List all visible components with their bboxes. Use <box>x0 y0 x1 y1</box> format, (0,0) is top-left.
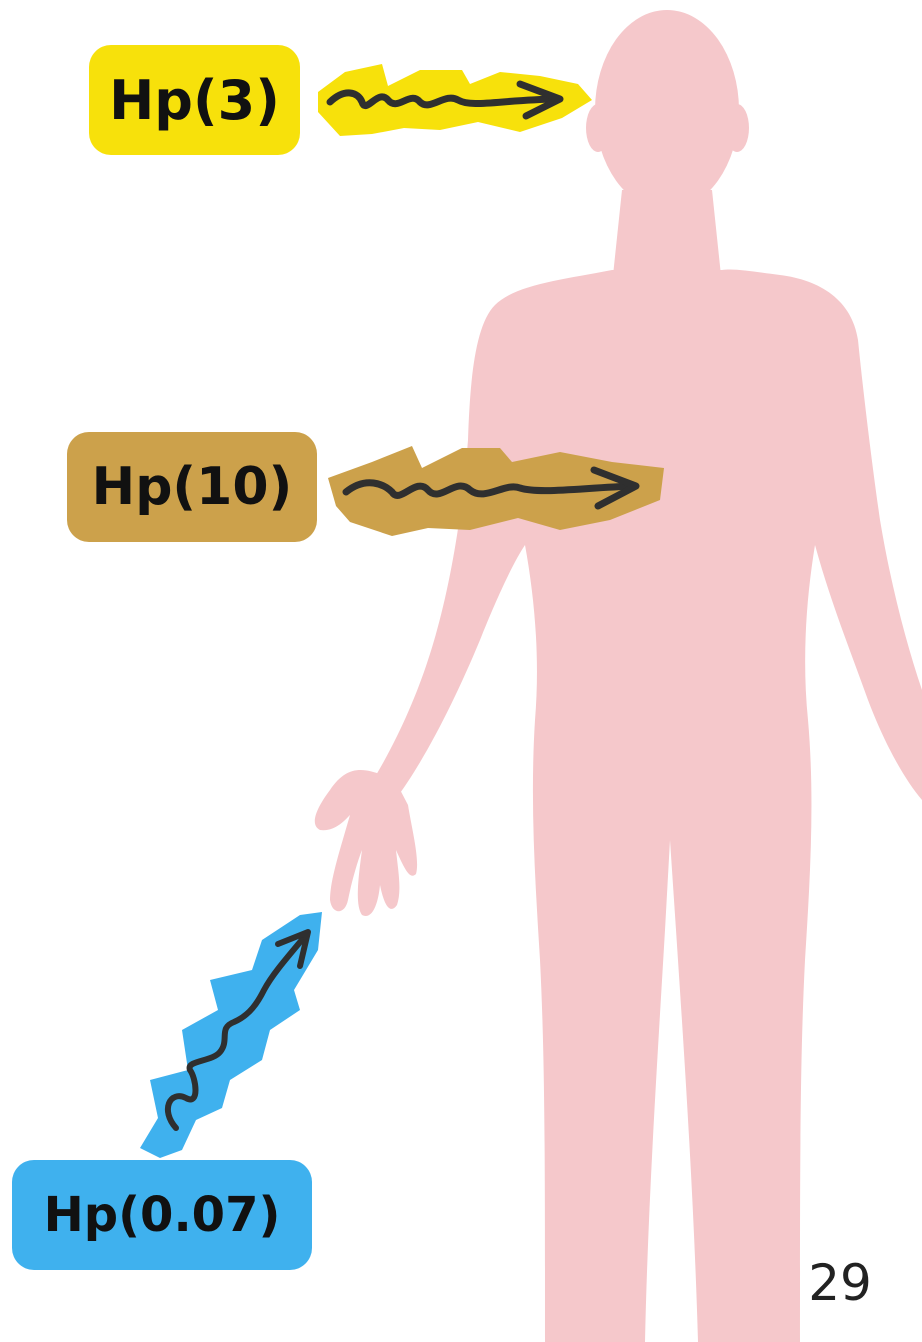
hp007-label: Hp(0.07) <box>12 1160 312 1270</box>
hand-shape <box>315 770 417 916</box>
head-shape <box>595 10 739 210</box>
hp3-radiation-arrow <box>318 64 592 136</box>
hp3-label: Hp(3) <box>89 45 300 155</box>
hp007-radiation-arrow <box>140 912 322 1158</box>
human-body-silhouette <box>315 10 922 1342</box>
hp10-label: Hp(10) <box>67 432 317 542</box>
left-ear-shape <box>586 104 610 152</box>
right-ear-shape <box>725 104 749 152</box>
torso-shape <box>370 269 922 1342</box>
page-number: 29 <box>790 1254 890 1312</box>
